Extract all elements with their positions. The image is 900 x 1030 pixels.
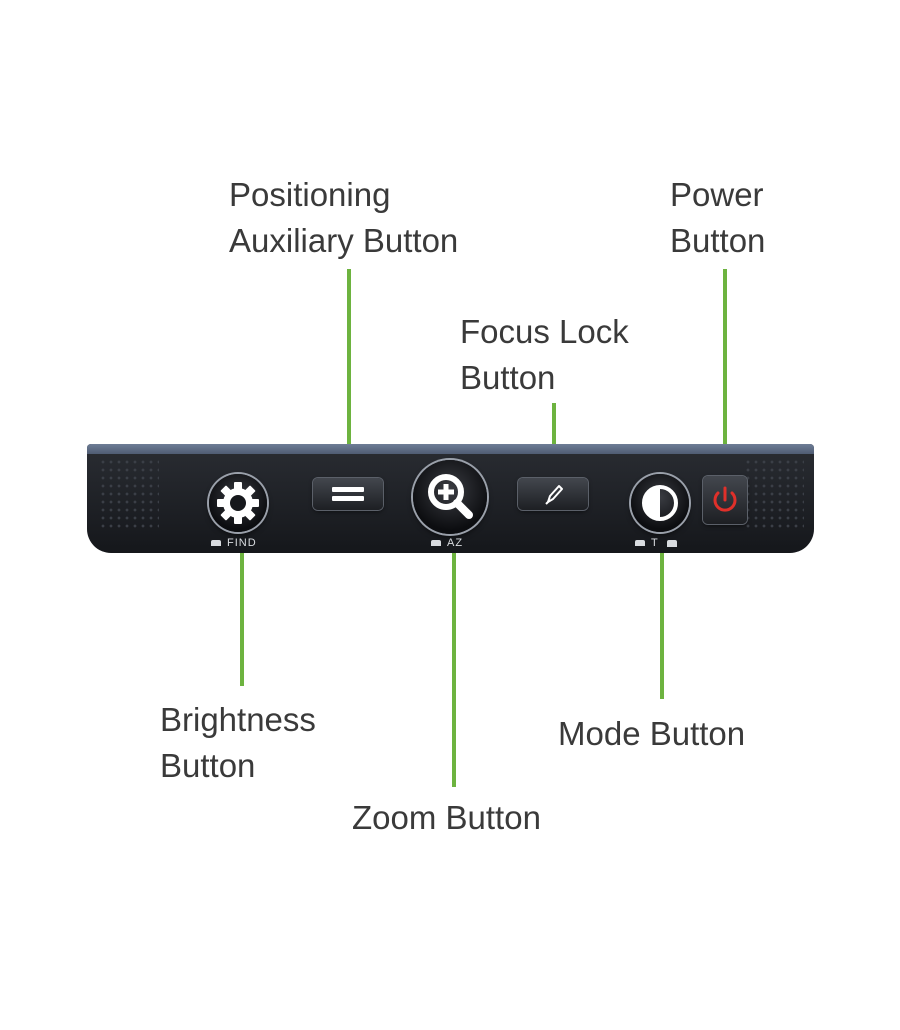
hold-icon <box>431 540 441 547</box>
power-button[interactable] <box>703 476 747 524</box>
left-speaker-grill <box>99 458 159 530</box>
pen-icon <box>545 485 563 505</box>
positioning-auxiliary-label: Positioning Auxiliary Button <box>229 176 459 259</box>
zoom-label: Zoom Button <box>352 799 541 836</box>
power-leader-line <box>723 269 727 461</box>
mode-button[interactable] <box>631 474 689 532</box>
focus-lock-leader-line <box>552 403 556 462</box>
focus-lock-button[interactable] <box>518 478 588 510</box>
zoom-button[interactable] <box>413 460 487 534</box>
mode-label: Mode Button <box>558 715 746 752</box>
mode-leader-line <box>660 551 664 699</box>
positioning-auxiliary-button[interactable] <box>313 478 383 510</box>
brightness-button[interactable] <box>209 474 267 532</box>
power-icon <box>713 486 737 512</box>
device-top-strip <box>87 444 814 454</box>
t-mark: T <box>635 537 677 549</box>
device-control-panel: FIND AZ T <box>87 444 814 553</box>
gear-icon <box>217 482 259 524</box>
az-mark: AZ <box>431 537 463 549</box>
contrast-icon <box>642 485 678 521</box>
right-speaker-grill <box>744 458 804 530</box>
focus-lock-label: Focus Lock Button <box>460 313 629 396</box>
find-mark: FIND <box>211 537 257 549</box>
crown-icon <box>666 539 677 547</box>
hold-icon <box>635 540 645 547</box>
power-label: Power Button <box>670 176 766 259</box>
zoom-leader-line <box>452 551 456 787</box>
brightness-leader-line <box>240 551 244 686</box>
zoom-in-icon <box>428 474 473 519</box>
equals-icon <box>332 487 364 501</box>
hold-icon <box>211 540 221 547</box>
positioning-leader-line <box>347 269 351 460</box>
brightness-label: Brightness Button <box>160 701 316 784</box>
